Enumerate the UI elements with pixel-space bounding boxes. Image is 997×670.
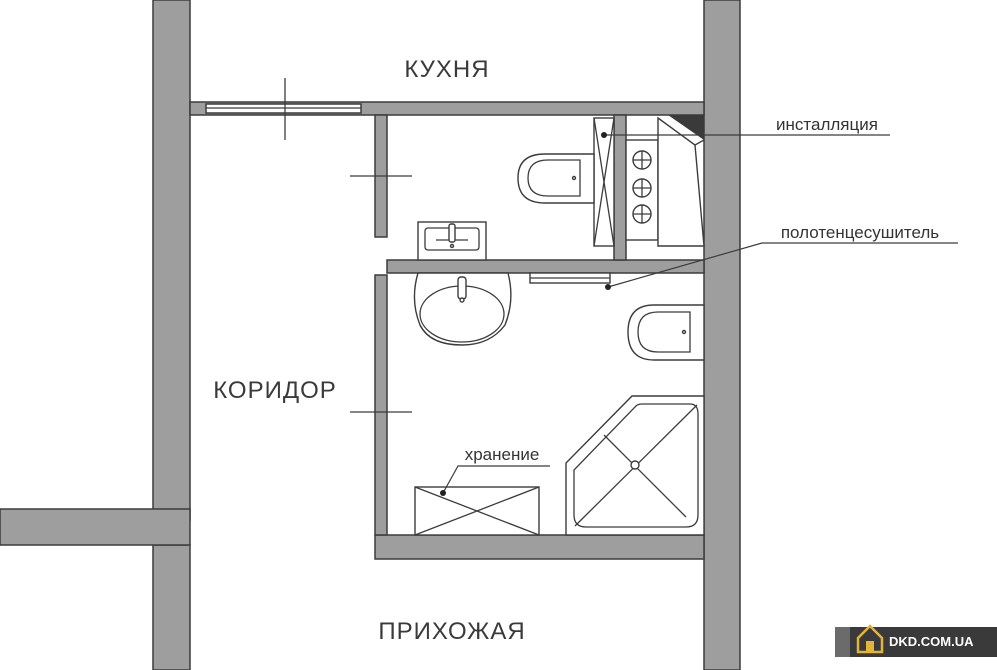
installation-cross bbox=[593, 117, 615, 247]
house-icon bbox=[856, 624, 884, 654]
left-outer-wall bbox=[152, 0, 191, 521]
annotation-installation: инсталляция bbox=[601, 115, 890, 138]
leader-dot bbox=[440, 490, 446, 496]
right-outer-wall bbox=[703, 0, 741, 670]
walls bbox=[0, 0, 741, 670]
annotation-storage: хранение bbox=[440, 445, 550, 496]
corridor-partition-lower bbox=[374, 274, 388, 536]
door-markers bbox=[284, 78, 412, 413]
toilet-upper bbox=[517, 153, 595, 204]
leader-dot bbox=[601, 132, 607, 138]
storage-unit bbox=[414, 486, 540, 536]
annotation-label-storage: хранение bbox=[465, 445, 540, 464]
annotation-label-towel-dryer: полотенцесушитель bbox=[781, 223, 939, 242]
toilet-room-partition bbox=[386, 259, 705, 274]
annotation-label-installation: инсталляция bbox=[776, 115, 878, 134]
left-horizontal-wall bbox=[0, 508, 191, 546]
toilet-icon bbox=[517, 153, 595, 204]
watermark: DKD.COM.UA bbox=[835, 624, 997, 657]
room-label-kitchen: КУХНЯ bbox=[404, 56, 489, 83]
installation-unit bbox=[593, 115, 705, 247]
bathroom-bottom-wall bbox=[374, 534, 705, 560]
left-lower-wall bbox=[152, 544, 191, 670]
room-label-hallway: ПРИХОЖАЯ bbox=[378, 618, 525, 645]
room-label-corridor: КОРИДОР bbox=[213, 377, 337, 404]
installation-box bbox=[657, 116, 705, 247]
watermark-text: DKD.COM.UA bbox=[889, 634, 974, 649]
small-sink bbox=[417, 221, 487, 261]
toilet-icon bbox=[627, 304, 705, 361]
toilet-lower bbox=[627, 304, 705, 361]
shower bbox=[565, 395, 705, 536]
installation-partition bbox=[613, 114, 627, 261]
leader-dot bbox=[605, 284, 611, 290]
annotation-towel-dryer: полотенцесушитель bbox=[605, 223, 958, 290]
washbasin bbox=[413, 272, 512, 346]
shower-drain-icon bbox=[630, 460, 640, 470]
installation-dark-wedge bbox=[668, 115, 704, 140]
towel-dryer bbox=[529, 272, 611, 284]
